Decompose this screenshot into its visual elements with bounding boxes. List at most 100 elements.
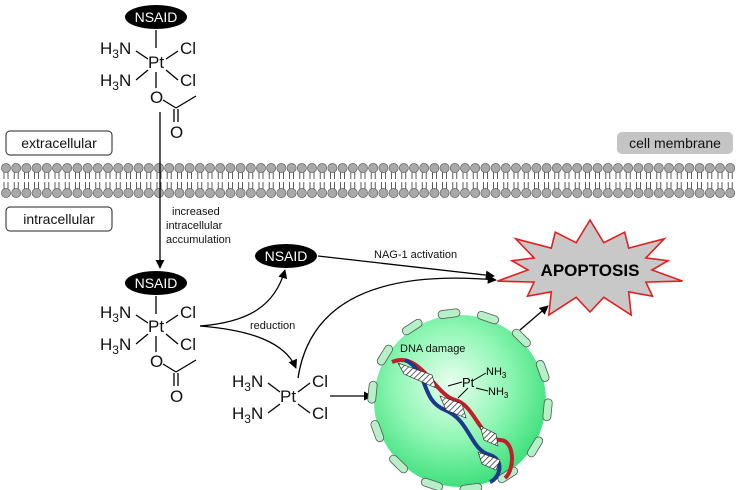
cl-cis-2: Cl [312,404,328,423]
lipid-head [327,163,338,173]
lipid-head [409,188,419,198]
lipid-head [664,188,674,198]
lipid-head [113,188,124,198]
lipid-head [674,163,685,173]
lipid-head [205,188,215,198]
nuclear-pore [420,477,443,490]
lipid-head [684,163,695,173]
lipid-head [225,188,236,198]
lipid-head [715,163,725,173]
h3n-top-2: H3N [100,71,131,93]
lipid-head [521,163,532,173]
lipid-head [317,188,328,198]
lipid-head [52,163,62,173]
lipid-head [225,163,236,173]
reduction-arrow-cisplatin [199,325,297,369]
lipid-head [664,163,674,173]
nsaid-mid-label: NSAID [135,275,178,291]
lipid-head [541,163,552,173]
lipid-head [82,163,93,173]
lipid-head [92,163,103,173]
lipid-head [245,188,256,198]
nuclear-envelope [367,308,553,490]
dna-damage-label: DNA damage [400,343,465,355]
lipid-head [511,188,521,198]
lipid-head [398,188,409,198]
lipid-head [133,163,144,173]
lipid-head [317,163,328,173]
lipid-head [205,163,215,173]
o-mid-2: O [170,387,183,406]
svg-text:intracellular: intracellular [166,220,223,232]
lipid-head [1,163,11,173]
lipid-head [154,163,164,173]
nsaid-top-oval [125,5,187,29]
lipid-head [602,188,613,198]
nucleus: DNA damage Pt NH3 NH3 [367,308,553,490]
nsaid-top-label: NSAID [135,9,178,25]
lipid-head [715,188,725,198]
h3n-cis-2: H3N [232,404,263,426]
lipid-head [256,188,266,198]
lipid-head [31,188,42,198]
lipid-head [531,188,542,198]
cell-membrane-label: cell membrane [629,135,721,151]
o-mid-1: O [150,352,163,371]
nuclear-pore [401,318,423,336]
pt-dna-adduct: Pt NH3 NH3 [447,366,509,400]
lipid-head [429,163,440,173]
lipid-head [11,163,22,173]
h3n-mid-1: H3N [100,303,131,325]
lipid-head [674,188,685,198]
pt-mid: Pt [148,317,164,336]
lipid-head [602,163,613,173]
lipid-head [143,188,154,198]
lipid-head [1,188,11,198]
lipid-head [439,163,450,173]
cisplatin: H3N H3N Pt Cl Cl [232,372,328,426]
lipid-head [368,188,379,198]
lipid-head [337,163,348,173]
nuclear-pore [367,380,378,404]
lipid-head [378,163,389,173]
lipid-head [592,188,603,198]
lipid-head [164,163,175,173]
lipid-head [490,188,501,198]
lipid-head [194,188,205,198]
lipid-head [184,188,195,198]
lipid-head [92,188,103,198]
lipid-head [449,163,460,173]
lipid-head [500,163,511,173]
nuclear-pore [376,344,393,366]
svg-text:Pt: Pt [462,375,475,390]
lipid-head [347,163,358,173]
lipid-head [623,188,634,198]
lipid-head [215,188,226,198]
lipid-head [307,163,317,173]
pt-cis: Pt [280,387,296,406]
lipid-head [358,163,368,173]
lipid-head [551,163,562,173]
lipid-head [21,163,32,173]
svg-text:NH3: NH3 [486,366,507,380]
lipid-head [531,163,542,173]
lipid-head [266,163,277,173]
lipid-head [643,188,654,198]
o-top-1: O [150,88,163,107]
lipid-head [694,188,705,198]
lipid-head [704,163,715,173]
lipid-head [633,163,644,173]
lipid-head [551,188,562,198]
nsaid-released-oval [255,244,317,268]
lipid-head [103,188,113,198]
apoptosis-label: APOPTOSIS [541,261,640,280]
lipid-head [276,188,287,198]
lipid-head [704,188,715,198]
lipid-head [123,188,134,198]
lipid-head [694,163,705,173]
lipid-head [11,188,22,198]
nuclear-pore [512,328,531,348]
lipid-head [470,188,481,198]
lipid-head [52,188,62,198]
